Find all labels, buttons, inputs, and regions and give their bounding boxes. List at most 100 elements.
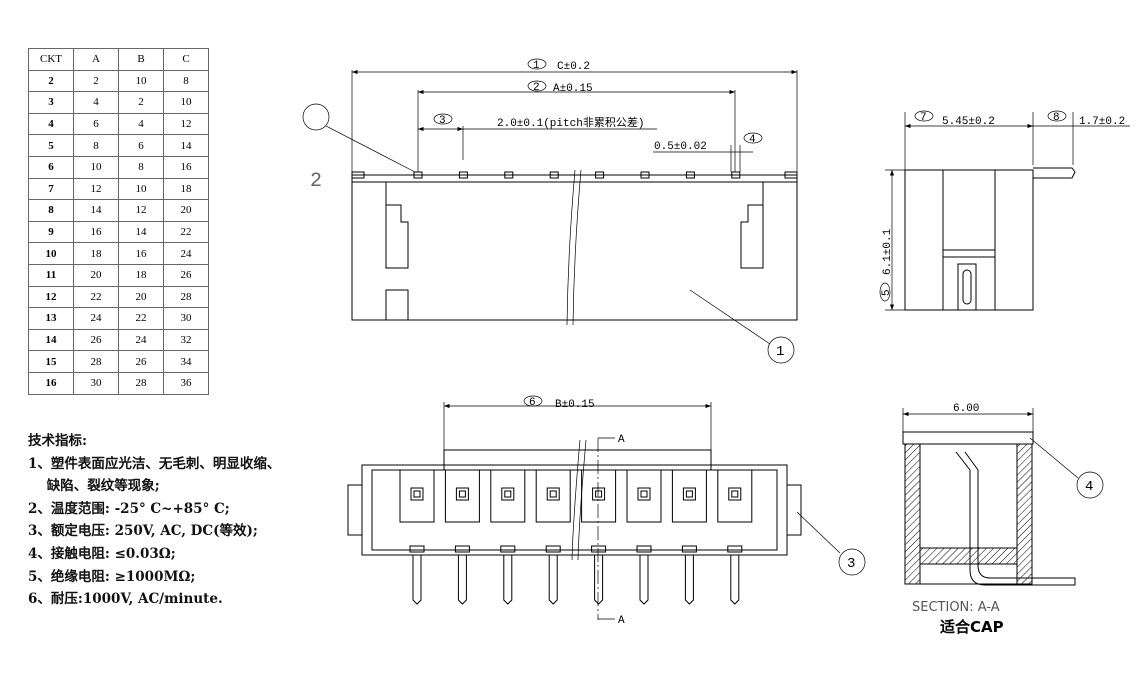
- contact-pin-core: [731, 490, 739, 498]
- pin-leg: [594, 555, 604, 605]
- section-view: 6.00 4 SECTION: A-A 适合CAP: [902, 403, 1104, 636]
- table-cell: 22: [163, 220, 209, 244]
- spec-item: 6、耐压:1000V, AC/minute.: [28, 591, 223, 608]
- pin-base: [545, 545, 561, 553]
- table-cell: 36: [163, 371, 209, 395]
- contact-pin: [728, 487, 742, 501]
- spec-item: 1、塑件表面应光洁、无毛刺、明显收缩、: [28, 455, 281, 472]
- bottom-view: 6 B±0.15 A A 3: [347, 395, 866, 627]
- contact-pin-core: [685, 490, 693, 498]
- table-cell: 20: [163, 199, 209, 222]
- table-cell: 14: [163, 134, 209, 157]
- dim-section-width: 6.00: [953, 403, 979, 415]
- balloon-4-top: 4: [749, 134, 756, 146]
- contact-pin: [637, 487, 651, 501]
- balloon-4: 4: [1085, 479, 1093, 495]
- contact-pin-core: [640, 490, 648, 498]
- section-title: SECTION: A-A: [912, 600, 1000, 615]
- pin-base: [409, 545, 425, 553]
- balloon-3: 3: [847, 556, 855, 572]
- spec-item: 3、额定电压: 250V, AC, DC(等效);: [28, 523, 258, 540]
- pin-top: [640, 171, 650, 179]
- spec-item: 4、接触电阻: ≤0.03Ω;: [28, 545, 176, 562]
- spec-item: 2、温度范围: -25° C~+85° C;: [28, 500, 230, 517]
- pin-top: [595, 171, 605, 179]
- contact-pin-core: [549, 490, 557, 498]
- balloon-8: 8: [1053, 112, 1060, 124]
- contact-pin: [682, 487, 696, 501]
- dim-a: A±0.15: [553, 83, 593, 95]
- pin-top: [413, 171, 423, 179]
- contact-cavity: [490, 469, 526, 523]
- table-cell: 12: [73, 177, 119, 201]
- dim-c: C±0.2: [557, 61, 590, 73]
- pin-leg: [730, 555, 740, 605]
- pin-top: [458, 171, 468, 179]
- contact-pin: [501, 487, 515, 501]
- view-number: 2: [310, 170, 322, 193]
- table-cell: 28: [118, 371, 164, 395]
- table-cell: 12: [118, 199, 164, 222]
- contact-cavity: [399, 469, 435, 523]
- dim-height: 6.1±0.1: [882, 228, 894, 275]
- latch: [784, 171, 798, 179]
- table-cell: 4: [118, 112, 164, 136]
- technical-specs: 技术指标: 1、塑件表面应光洁、无毛刺、明显收缩、 缺陷、裂纹等现象; 2、温度…: [28, 430, 280, 611]
- latch: [351, 171, 365, 179]
- table-cell: 14: [73, 199, 119, 222]
- table-cell: 10: [118, 177, 164, 201]
- table-cell: 16: [163, 155, 209, 179]
- pin-top: [504, 171, 514, 179]
- balloon-1-top: 1: [533, 60, 540, 72]
- spec-item: 缺陷、裂纹等现象;: [28, 478, 160, 495]
- contact-cavity: [671, 469, 707, 523]
- dim-pitch: 2.0±0.1(pitch非累积公差): [497, 115, 644, 130]
- dim-tail: 1.7±0.2: [1079, 116, 1125, 128]
- table-cell: 24: [163, 242, 209, 265]
- balloon-1: 1: [776, 344, 784, 360]
- dim-pin-width: 0.5±0.02: [654, 141, 707, 153]
- pin-leg: [457, 555, 467, 605]
- pin-top: [731, 171, 741, 179]
- contact-cavity: [717, 469, 753, 523]
- table-cell: 12: [163, 112, 209, 136]
- contact-cavity: [535, 469, 571, 523]
- dim-side-width: 5.45±0.2: [942, 116, 995, 128]
- pin-base: [500, 545, 516, 553]
- contact-pin-core: [595, 490, 603, 498]
- balloon-7: 7: [920, 112, 927, 124]
- pin-base: [636, 545, 652, 553]
- balloon-5: 5: [881, 289, 893, 296]
- balloon-2: 2: [533, 82, 540, 94]
- pin-leg: [412, 555, 422, 605]
- table-cell: 6: [28, 155, 74, 179]
- table-cell: 18: [163, 177, 209, 201]
- contact-pin: [592, 487, 606, 501]
- pin-top: [685, 171, 695, 179]
- pin-base: [591, 545, 607, 553]
- balloon-6: 6: [529, 397, 536, 409]
- spec-item: 5、绝缘电阻: ≥1000MΩ;: [28, 568, 196, 585]
- table-cell: 16: [28, 371, 74, 395]
- contact-pin: [455, 487, 469, 501]
- specs-title: 技术指标:: [28, 433, 87, 449]
- contact-cavity: [581, 469, 617, 523]
- side-view: 7 5.45±0.2 8 1.7±0.2 6.1±0.1 5: [879, 110, 1130, 311]
- contact-pin-core: [504, 490, 512, 498]
- contact-pin: [546, 487, 560, 501]
- table-cell: 26: [163, 263, 209, 287]
